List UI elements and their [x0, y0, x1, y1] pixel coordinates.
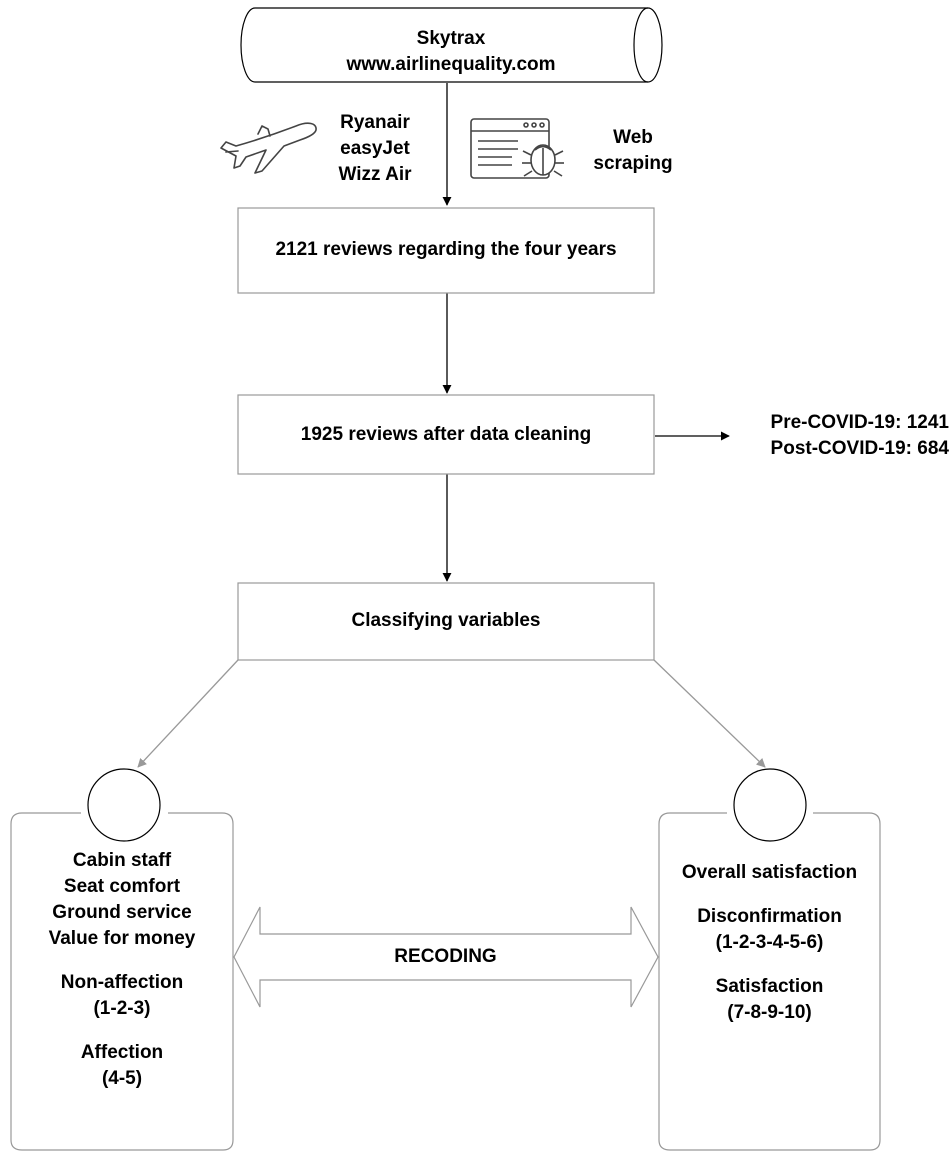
pre-covid-count: Pre-COVID-19: 1241: [770, 412, 949, 433]
airline-ryanair: Ryanair: [340, 112, 410, 133]
variable-ground-service: Ground service: [52, 902, 192, 923]
variable-cabin-staff: Cabin staff: [72, 850, 172, 871]
web-scraping-label: Web scraping: [578, 125, 688, 177]
overall-satisfaction-label: Overall satisfaction: [681, 862, 858, 883]
classify-label: Classifying variables: [351, 610, 541, 631]
covid-split-label: Pre-COVID-19: 1241 Post-COVID-19: 684: [737, 410, 949, 462]
recoding-double-arrow: [233, 906, 659, 1008]
arrow-classify-to-right: [653, 659, 766, 768]
variable-value-for-money: Value for money: [48, 928, 196, 949]
reviews-total-box: [237, 207, 655, 294]
source-url: www.airlinequality.com: [346, 54, 556, 75]
source-title: Skytrax: [416, 28, 486, 49]
recoding-label: RECODING: [394, 946, 497, 967]
source-label: Skytrax www.airlinequality.com: [255, 26, 647, 78]
web-scraping-line2: scraping: [593, 153, 673, 174]
left-variables-card: [10, 768, 234, 1151]
disconfirmation-label: Disconfirmation: [697, 906, 842, 927]
post-covid-count: Post-COVID-19: 684: [770, 438, 949, 459]
left-card-text: Cabin staff Seat comfort Ground service …: [11, 848, 233, 1092]
web-scraping-line1: Web: [613, 127, 653, 148]
reviews-clean-box: [237, 394, 655, 475]
right-card-circle-icon: [733, 768, 807, 842]
non-affection-range: (1-2-3): [93, 998, 151, 1019]
satisfaction-range: (7-8-9-10): [727, 1002, 812, 1023]
airline-easyjet: easyJet: [340, 138, 410, 159]
airplane-icon: [220, 122, 317, 174]
web-scraping-icon: [470, 118, 564, 179]
airline-list: Ryanair easyJet Wizz Air: [320, 110, 430, 188]
disconfirmation-range: (1-2-3-4-5-6): [715, 932, 824, 953]
reviews-clean-label: 1925 reviews after data cleaning: [300, 424, 592, 445]
affection-range: (4-5): [101, 1068, 143, 1089]
right-variables-card: [658, 768, 881, 1151]
reviews-total-label: 2121 reviews regarding the four years: [275, 239, 617, 260]
affection-label: Affection: [80, 1042, 164, 1063]
satisfaction-label: Satisfaction: [715, 976, 824, 997]
source-cylinder: [240, 7, 663, 83]
non-affection-label: Non-affection: [60, 972, 184, 993]
arrow-classify-to-left: [137, 659, 239, 768]
airline-wizzair: Wizz Air: [338, 164, 412, 185]
right-card-text: Overall satisfaction Disconfirmation (1-…: [659, 860, 880, 1026]
classify-box: [237, 582, 655, 661]
variable-seat-comfort: Seat comfort: [63, 876, 181, 897]
left-card-circle-icon: [87, 768, 161, 842]
